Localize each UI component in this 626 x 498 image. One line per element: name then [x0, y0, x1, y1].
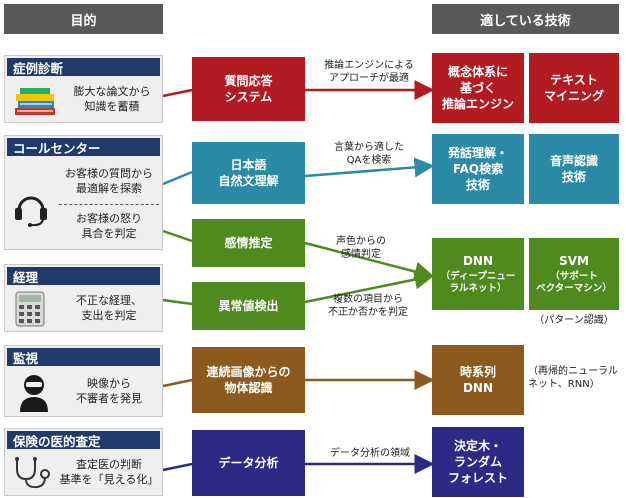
case-title: コールセンター	[7, 138, 160, 156]
task-japanese-nlu: 日本語 自然文理解	[192, 142, 305, 204]
masked-person-icon	[20, 375, 48, 412]
case-text: 不正な経理、 支出を判定	[76, 294, 142, 322]
case-callcenter-card: コールセンター お客様の質問から 最適解を探索 お客様の怒り 具合を判定	[4, 135, 163, 250]
case-text: 査定医の判断 基準を「見える化」	[59, 458, 159, 486]
case-title: 監視	[7, 348, 160, 366]
line-emotion-to-dnn	[304, 241, 435, 282]
rnn-note: （再帰的ニューラル ネット、RNN）	[528, 366, 618, 390]
note-analysis: データ分析の領域	[330, 448, 410, 459]
tech-speech-recognition: 音声認識 技術	[529, 134, 619, 204]
case-text: 膨大な論文から 知識を蓄積	[73, 85, 151, 113]
note-multi: 複数の項目から 不正か否かを判定	[328, 294, 408, 318]
line-case3-to-anomaly	[162, 298, 193, 306]
line-case2-to-emotion	[162, 229, 193, 243]
tech-dnn: DNN （ディープニュー ラルネット）	[432, 238, 524, 310]
headset-icon	[15, 196, 47, 227]
line-case2-to-nlp	[162, 170, 193, 186]
tech-decision-tree: 決定木・ ランダム フォレスト	[432, 427, 524, 497]
tech-svm-sub: （サポート ベクターマシン）	[536, 271, 612, 294]
case-text-anger: お客様の怒り 具合を判定	[76, 212, 142, 240]
task-qa-system: 質問応答 システム	[192, 57, 305, 121]
tech-dnn-sub: （ディープニュー ラルネット）	[440, 271, 516, 294]
stethoscope-icon	[15, 457, 50, 489]
case-surveillance-card: 監視 映像から 不審者を発見	[4, 345, 163, 417]
case-diagnosis-card: 症例診断 膨大な論文から 知識を蓄積	[4, 55, 163, 123]
techniques-header: 適している技術	[432, 4, 619, 34]
tech-timeseries-dnn: 時系列 DNN	[432, 345, 524, 415]
case-text-question: お客様の質問から 最適解を探索	[65, 167, 153, 195]
calculator-icon	[15, 291, 45, 327]
task-anomaly-detection: 異常値検出	[192, 282, 305, 330]
case-title: 症例診断	[7, 58, 160, 76]
case-title: 保険の医的査定	[7, 431, 160, 449]
case-text: 映像から 不審者を発見	[76, 377, 142, 405]
tech-faq-search: 発話理解・ FAQ検索 技術	[432, 134, 524, 204]
books-icon	[15, 88, 55, 115]
case-title: 経理	[7, 267, 160, 285]
tech-svm-label: SVM	[559, 254, 589, 268]
case-accounting-card: 経理 不正な経理、 支出を判定	[4, 264, 163, 332]
note-qa-search: 言葉から適した QAを検索	[334, 142, 404, 166]
line-case5-to-analysis	[162, 462, 193, 472]
purpose-header: 目的	[4, 4, 163, 34]
line-case4-to-image	[162, 378, 193, 388]
tech-svm: SVM （サポート ベクターマシン）	[529, 238, 619, 310]
task-image-recognition: 連続画像からの 物体認識	[192, 347, 305, 413]
line-case1-to-qa	[162, 88, 193, 98]
line-nlp-to-faq	[304, 157, 435, 178]
tech-ontology-inference: 概念体系に 基づく 推論エンジン	[432, 53, 524, 123]
case-insurance-card: 保険の医的査定 査定医の判断 基準を「見える化」	[4, 428, 163, 496]
note-voice: 声色からの 感情判定	[336, 236, 386, 260]
pattern-recognition-note: （パターン認識）	[534, 315, 614, 326]
note-inference: 推論エンジンによる アプローチが最適	[324, 60, 414, 84]
task-emotion-estimation: 感情推定	[192, 219, 305, 267]
line-anomaly-to-dnn	[304, 269, 435, 304]
tech-dnn-label: DNN	[462, 254, 494, 268]
divider	[59, 204, 159, 205]
tech-text-mining: テキスト マイニング	[529, 53, 619, 123]
task-data-analysis: データ分析	[192, 430, 305, 496]
